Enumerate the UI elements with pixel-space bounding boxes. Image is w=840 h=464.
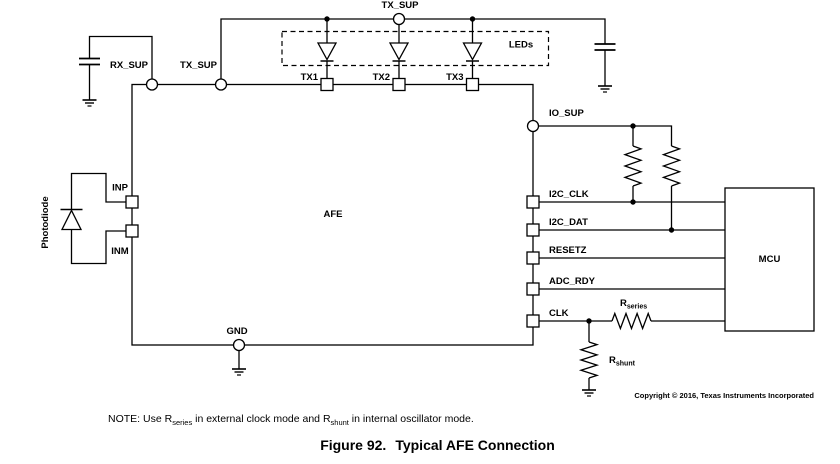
copyright-text: Copyright © 2016, Texas Instruments Inco… [634, 391, 814, 400]
mcu-label: MCU [759, 254, 781, 265]
note-part: in external clock mode and R [192, 413, 331, 425]
leds-group [281, 19, 550, 79]
ground-symbol [598, 85, 612, 93]
r-shunt-label: Rshunt [609, 355, 636, 368]
junction-dots [324, 16, 675, 324]
note-sub-series: series [172, 418, 193, 428]
pin-pad-i2c-clk [526, 195, 540, 209]
r-series-base: R [620, 298, 627, 309]
pullup-resistor-i2c-clk [623, 145, 643, 187]
led-tx2 [388, 24, 410, 79]
interface-wires [538, 125, 725, 397]
pin-label-tx2: TX2 [373, 72, 390, 83]
photodiode-circuit [60, 172, 126, 265]
tx-sup-top-label: TX_SUP [382, 0, 420, 11]
r-shunt-sub: shunt [616, 361, 636, 368]
pin-label-io-sup: IO_SUP [549, 108, 585, 119]
io-sup-wire [538, 125, 673, 146]
terminals [145, 12, 540, 352]
pin-label-tx1: TX1 [301, 72, 319, 83]
note-part: NOTE: Use R [108, 413, 173, 425]
r-shunt-resistor [578, 341, 600, 379]
leds-dashed-box [281, 30, 550, 67]
pin-label-adc-rdy: ADC_RDY [549, 276, 596, 287]
pin-label-inm: INM [111, 246, 129, 257]
pin-pad-tx2 [392, 77, 406, 92]
afe-label: AFE [324, 209, 343, 220]
pin-label-gnd: GND [226, 326, 247, 337]
led-diode [462, 42, 483, 61]
photodiode-label: Photodiode [40, 196, 51, 248]
ground-symbol [232, 368, 246, 376]
wire [70, 172, 126, 265]
figure-caption: Figure 92. Typical AFE Connection [35, 437, 840, 453]
rx-sup-decoupling-capacitor [79, 35, 153, 107]
caption-number: Figure 92. [320, 437, 387, 453]
ground-symbol [582, 389, 596, 397]
tx-sup-label: TX_SUP [180, 60, 218, 71]
led-tx1 [316, 19, 338, 79]
r-shunt-base: R [609, 355, 616, 366]
led-tx3 [462, 19, 483, 79]
pin-label-i2c-dat: I2C_DAT [549, 217, 588, 228]
note-part: in internal oscillator mode. [348, 413, 474, 425]
photodiode-symbol [60, 209, 83, 231]
figure-note: NOTE: Use Rseries in external clock mode… [108, 413, 474, 427]
pin-label-tx3: TX3 [446, 72, 463, 83]
pin-pad-tx3 [465, 77, 480, 92]
afe-box [131, 83, 534, 346]
caption-title: Typical AFE Connection [395, 437, 555, 453]
wire [88, 35, 153, 79]
pin-pads [125, 77, 540, 328]
pin-pad-clk [526, 314, 540, 328]
pin-pad-i2c-dat [526, 223, 540, 237]
pin-label-clk: CLK [549, 308, 569, 319]
pin-pad-inm [125, 224, 139, 238]
wire [220, 18, 606, 79]
gnd-terminal [232, 338, 246, 352]
pin-label-i2c-clk: I2C_CLK [549, 189, 589, 200]
gnd-ground [232, 350, 246, 376]
io-sup-terminal [526, 119, 540, 133]
pin-pad-inp [125, 195, 139, 209]
pullup-resistor-i2c-dat [661, 145, 682, 187]
rx-sup-label: RX_SUP [110, 60, 149, 71]
ground-symbol [82, 99, 97, 107]
r-series-label: Rseries [620, 298, 647, 311]
pin-pad-tx1 [320, 77, 334, 92]
note-sub-shunt: shunt [330, 418, 349, 428]
mcu-box [724, 187, 815, 332]
pin-label-inp: INP [112, 183, 129, 194]
tx-sup-input-terminal [392, 12, 406, 26]
led-diode [316, 42, 338, 61]
tx-sup-terminal [214, 78, 228, 91]
led-diode [388, 42, 410, 61]
leds-label: LEDs [509, 40, 533, 51]
pin-pad-adc-rdy [526, 282, 540, 296]
rx-sup-terminal [145, 78, 159, 91]
r-series-sub: series [627, 304, 647, 311]
pin-label-resetz: RESETZ [549, 245, 587, 256]
pin-pad-resetz [526, 251, 540, 265]
r-series-resistor [611, 311, 652, 331]
tx-sup-rail [220, 18, 616, 93]
